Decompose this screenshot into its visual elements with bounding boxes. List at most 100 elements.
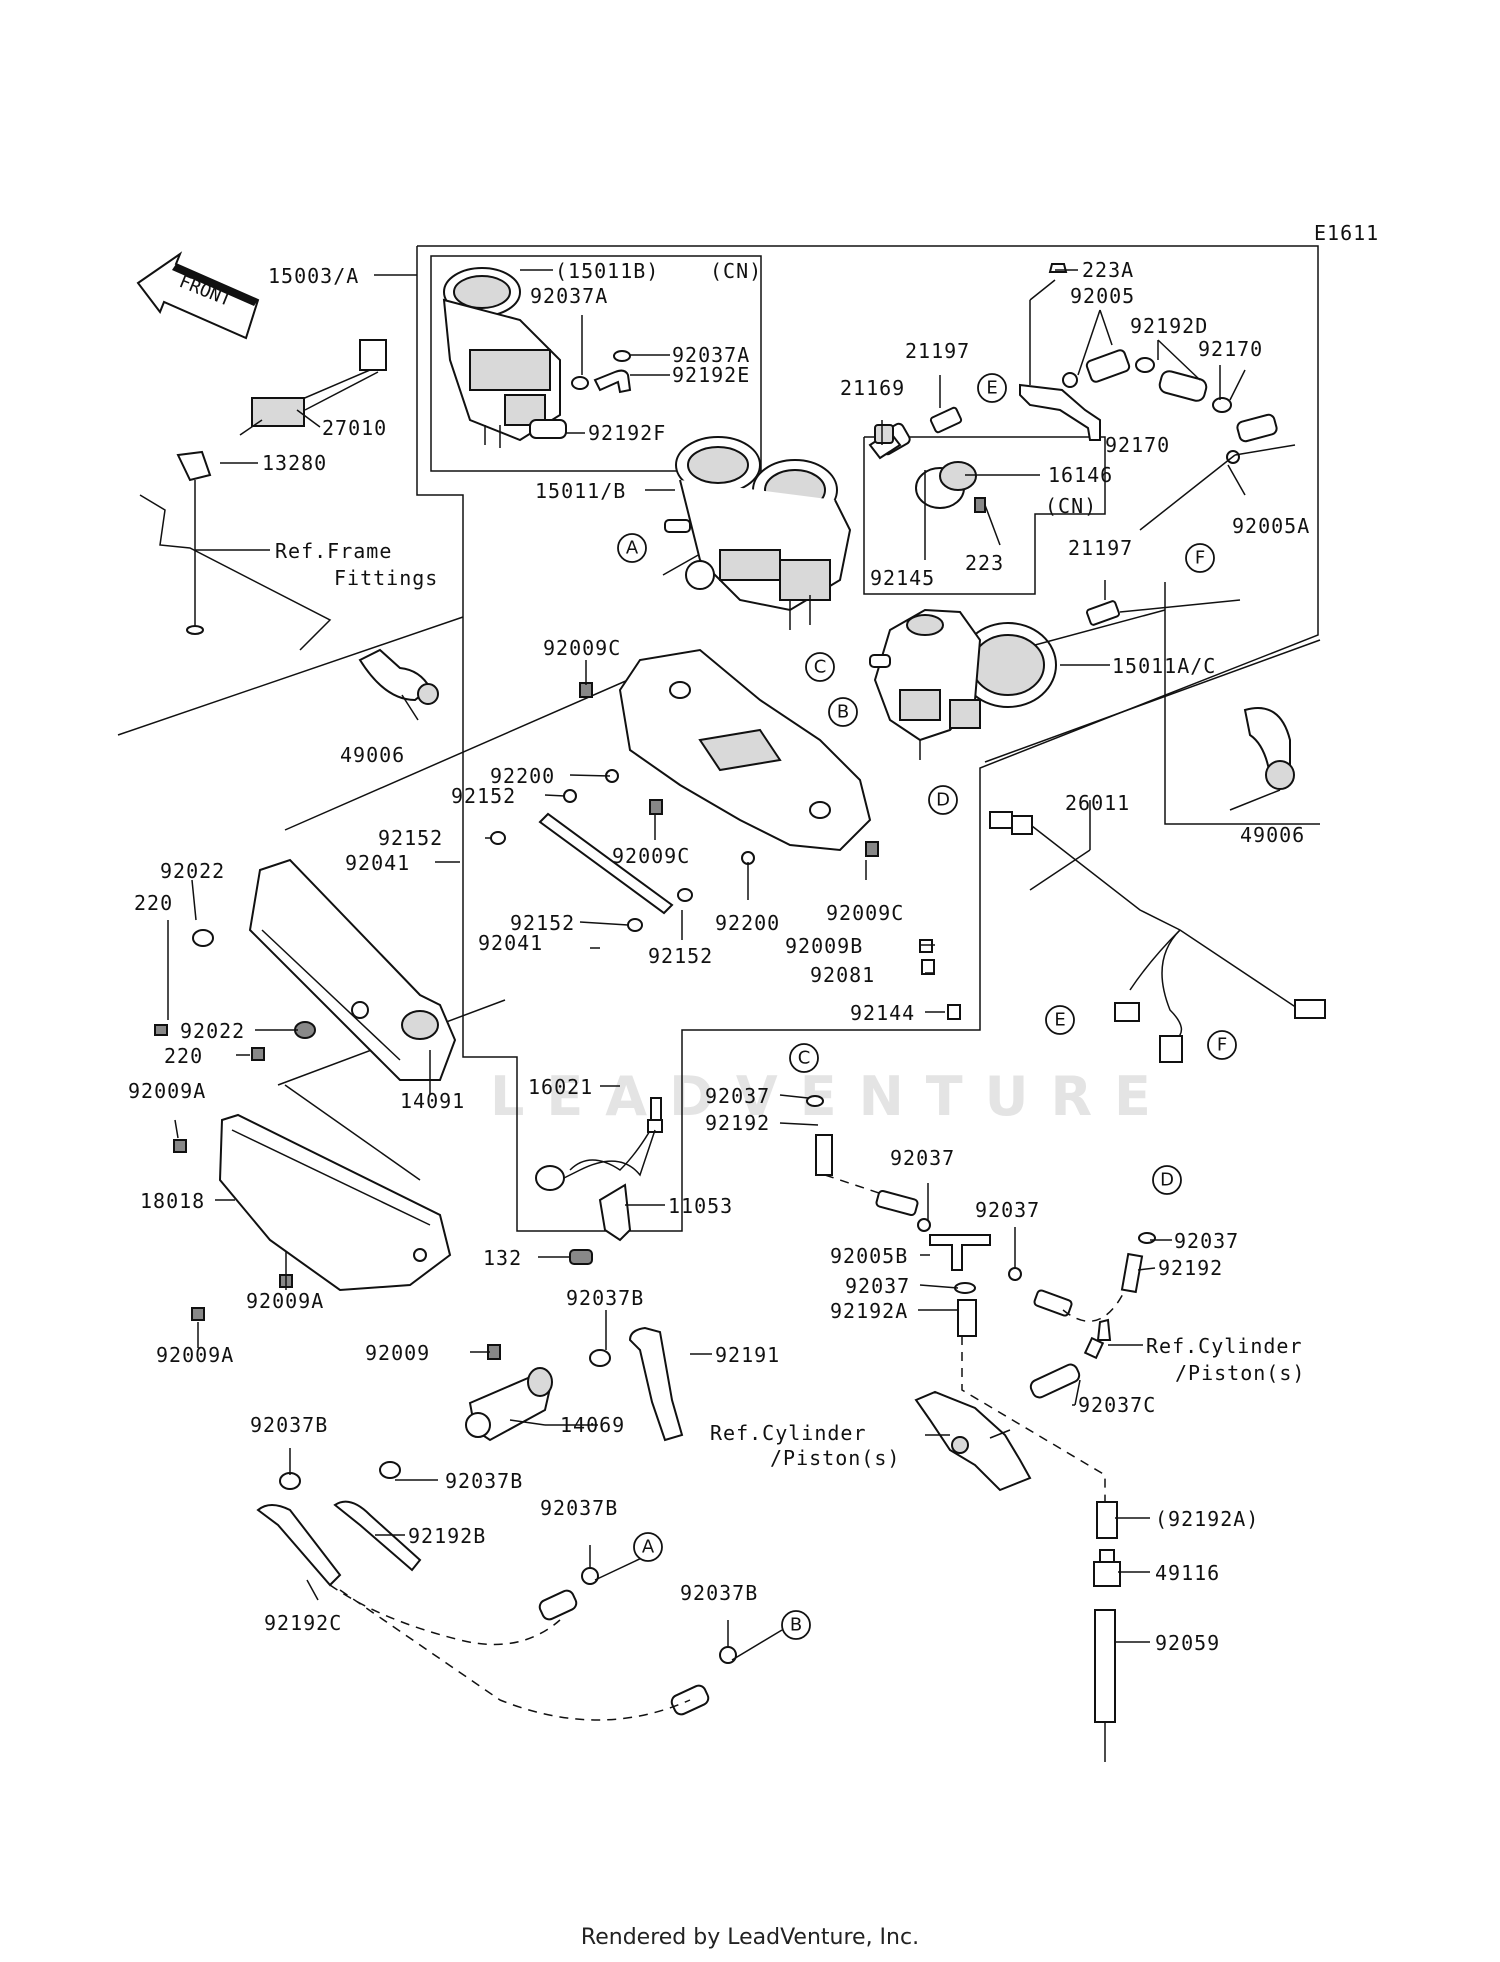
washer-92152-1 [563,789,577,803]
hose-92192B [333,1500,422,1572]
marker-D-1: D [928,785,958,815]
cover-18018 [218,1113,452,1292]
label-14091: 14091 [400,1089,465,1113]
clamp-92037B-1 [589,1349,611,1367]
label-cn-2: (CN) [1045,494,1097,518]
label-15011B: 15011/B [535,479,626,503]
label-92041-2: 92041 [478,931,543,955]
marker-A-1: A [617,533,647,563]
label-92200-2: 92200 [715,911,780,935]
screw-223 [974,497,986,513]
cylinder-ref [914,1390,1032,1492]
label-92037C: 92037C [1078,1393,1156,1417]
marker-C-1: C [805,652,835,682]
label-ref-frame-1: Ref.Frame [275,539,392,563]
cable-16021 [535,1097,663,1191]
marker-F-1: F [1185,543,1215,573]
footer-credit: Rendered by LeadVenture, Inc. [580,1925,920,1950]
marker-B-1: B [828,697,858,727]
label-92192A-paren: (92192A) [1155,1507,1259,1531]
svg-text:F: F [1217,1035,1227,1056]
clamp-92037A-2 [613,350,631,362]
label-ref-cyl-2a: Ref.Cylinder [710,1421,867,1445]
part-labels: 15003/A (15011B) (CN) 92037A 92037A 9219… [128,258,1310,1655]
label-220-2: 220 [164,1044,203,1068]
label-132: 132 [483,1246,522,1270]
label-92037B-5: 92037B [680,1581,758,1605]
label-92081: 92081 [810,963,875,987]
label-92022-2: 92022 [180,1019,245,1043]
clamp-92037-c [806,1095,824,1107]
svg-text:B: B [837,702,849,723]
bolt-92009A-1 [173,1139,187,1153]
zone-line [284,1084,421,1181]
label-92037B-1: 92037B [566,1286,644,1310]
clamp-92037-d [1138,1232,1156,1244]
label-92192-2: 92192 [1158,1256,1223,1280]
label-ref-cyl-2b: /Piston(s) [770,1446,900,1470]
marker-B-2: B [781,1610,811,1640]
label-92009A-2: 92009A [246,1289,324,1313]
label-92005A: 92005A [1232,514,1310,538]
label-49006-2: 49006 [1240,823,1305,847]
leader-lines [167,269,1296,1762]
label-15011B-paren: (15011B) [555,259,659,283]
label-92037-3: 92037 [975,1198,1040,1222]
clamp-92037B-4 [581,1567,599,1585]
clamp-92037-3 [1008,1267,1022,1281]
zone-line [984,639,1321,763]
label-92059: 92059 [1155,1631,1220,1655]
cover-14091 [248,858,457,1081]
label-92170-2: 92170 [1105,433,1170,457]
label-21197-1: 21197 [905,339,970,363]
svg-text:C: C [798,1048,811,1069]
clamp-92037B-3 [379,1461,401,1479]
label-92009A-3: 92009A [156,1343,234,1367]
label-13280: 13280 [262,451,327,475]
svg-text:E: E [1054,1010,1065,1031]
carburetor-cn-inset [442,267,561,448]
clamp-92037B-2 [279,1472,301,1490]
label-27010: 27010 [322,416,387,440]
label-92041-1: 92041 [345,851,410,875]
label-92037-1: 92037 [705,1084,770,1108]
marker-D-2: D [1152,1165,1182,1195]
zone-line [284,665,661,831]
hose-92192-mid [875,1189,919,1217]
washer-92152-2 [490,831,506,845]
label-92037A-2: 92037A [672,343,750,367]
label-26011: 26011 [1065,791,1130,815]
clamp-92170-1 [1135,357,1155,373]
hose-92192D [1158,370,1208,402]
frame-fitting [139,494,332,651]
label-92009B: 92009B [785,934,863,958]
hose-92192F [529,419,567,439]
hose-end-A [538,1589,578,1621]
harness-26011 [989,811,1326,1063]
marker-E-1: E [977,373,1007,403]
label-92192D: 92192D [1130,314,1208,338]
svg-text:F: F [1195,548,1205,569]
label-49006-1: 49006 [340,743,405,767]
label-92192F: 92192F [588,421,666,445]
carburetor-15011AC [869,608,1057,760]
zone-line [117,616,464,736]
marker-F-2: F [1207,1030,1237,1060]
label-223: 223 [965,551,1004,575]
label-92192-1: 92192 [705,1111,770,1135]
bolt-92009C-3 [865,841,879,857]
bolt-92009C-2 [649,799,663,815]
label-92200-1: 92200 [490,764,555,788]
hose-92192A-paren [1096,1501,1118,1539]
dashed-link [329,1584,561,1646]
label-92037B-2: 92037B [250,1413,328,1437]
label-92022-1: 92022 [160,859,225,883]
hose-92191 [628,1326,684,1442]
marker-A-2: A [633,1532,663,1562]
link-rod [538,812,674,915]
label-16146: 16146 [1048,463,1113,487]
label-92170-1: 92170 [1198,337,1263,361]
sensor-21169 [868,424,902,460]
tee-92005B [929,1234,991,1271]
clamp-92170-2 [1212,397,1232,413]
